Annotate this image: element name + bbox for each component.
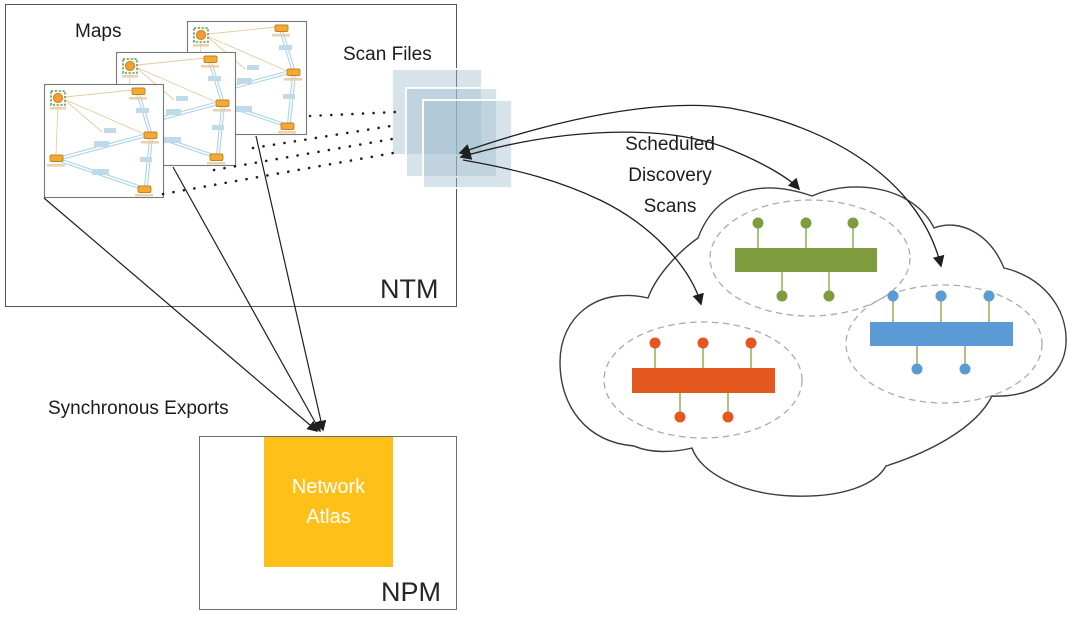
npm-label: NPM — [381, 577, 441, 607]
export-arrow-3 — [255, 135, 327, 432]
export-arrow-2 — [172, 166, 321, 433]
scan-arrow-blue — [458, 104, 945, 268]
orange-network-ellipse — [603, 321, 803, 439]
dotted-link-1 — [308, 110, 398, 118]
orange-switch-icon — [632, 337, 775, 423]
network-atlas-box: Network Atlas — [264, 437, 393, 567]
scan-arrow-orange — [462, 159, 704, 306]
scan-file-stack — [391, 68, 513, 189]
scan-files-label: Scan Files — [343, 44, 432, 65]
dotted-link-2 — [251, 123, 399, 150]
export-arrow-1 — [43, 197, 319, 432]
scan-file-square-3 — [422, 99, 513, 189]
scheduled-discovery-scans-label: Scheduled Discovery Scans — [625, 134, 715, 217]
blue-network-ellipse — [845, 284, 1043, 404]
npm-container-box — [199, 436, 457, 610]
maps-label: Maps — [75, 21, 122, 42]
dotted-link-3 — [212, 136, 400, 172]
scan-arrow-green — [459, 131, 801, 191]
blue-switch-icon — [870, 290, 1013, 375]
ntm-label: NTM — [380, 274, 439, 304]
synchronous-exports-label: Synchronous Exports — [48, 398, 229, 419]
map-thumbnail-1 — [42, 82, 166, 200]
